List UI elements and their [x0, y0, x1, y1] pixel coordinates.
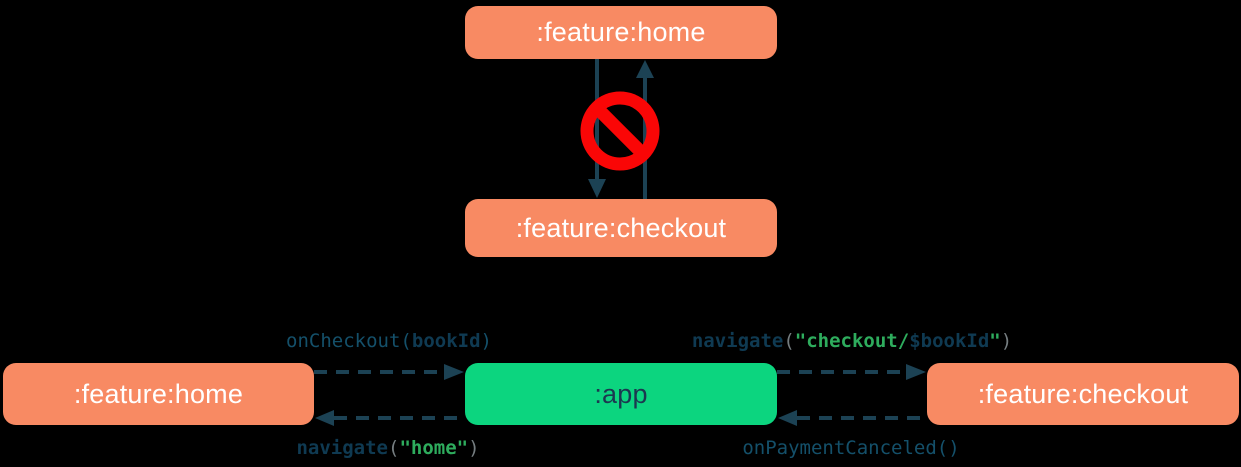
dashed-left-arrow-icon [778, 410, 927, 426]
bottom-feature-checkout-label: :feature:checkout [977, 378, 1189, 409]
dashed-right-arrow-icon [777, 364, 926, 380]
open-paren: ( [387, 437, 400, 459]
template-variable: $bookId [909, 330, 990, 352]
on-checkout-call-label: onCheckout(bookId) [286, 330, 492, 352]
on-payment-canceled-call-label: onPaymentCanceled() [742, 437, 959, 459]
top-feature-checkout-label: :feature:checkout [515, 212, 727, 243]
home-app-arrows [314, 364, 465, 426]
bottom-feature-home-box: :feature:home [3, 363, 314, 425]
dashed-right-arrow-icon [314, 364, 464, 380]
argument: bookId [411, 330, 481, 352]
parens: () [936, 437, 960, 459]
ban-icon [580, 91, 660, 171]
top-feature-home-label: :feature:home [536, 17, 706, 47]
close-paren: ) [1000, 330, 1013, 352]
app-checkout-arrows [777, 364, 927, 426]
function-name: navigate [296, 437, 388, 459]
bottom-app-box: :app [465, 363, 777, 425]
string-close-quote: " [989, 330, 1001, 352]
bottom-app-label: :app [594, 378, 648, 409]
open-paren: ( [400, 330, 412, 352]
dashed-left-arrow-icon [315, 410, 465, 426]
function-name: navigate [691, 330, 784, 352]
string-literal: "checkout/ [794, 330, 910, 352]
navigate-home-call-label: navigate("home") [296, 437, 479, 459]
top-feature-home-box: :feature:home [465, 6, 777, 59]
bottom-feature-checkout-box: :feature:checkout [927, 363, 1239, 425]
open-paren: ( [783, 330, 795, 352]
navigate-checkout-call-label: navigate("checkout/$bookId") [692, 330, 1012, 352]
function-name: onCheckout [286, 330, 401, 352]
string-literal: "home" [399, 437, 469, 459]
top-feature-checkout-box: :feature:checkout [465, 199, 777, 257]
forbidden-dependency-arrows [580, 59, 660, 199]
up-arrow-icon [636, 60, 654, 199]
bottom-feature-home-label: :feature:home [73, 378, 244, 409]
function-name: onPaymentCanceled [742, 437, 937, 459]
close-paren: ) [468, 437, 480, 459]
close-paren: ) [480, 330, 492, 352]
